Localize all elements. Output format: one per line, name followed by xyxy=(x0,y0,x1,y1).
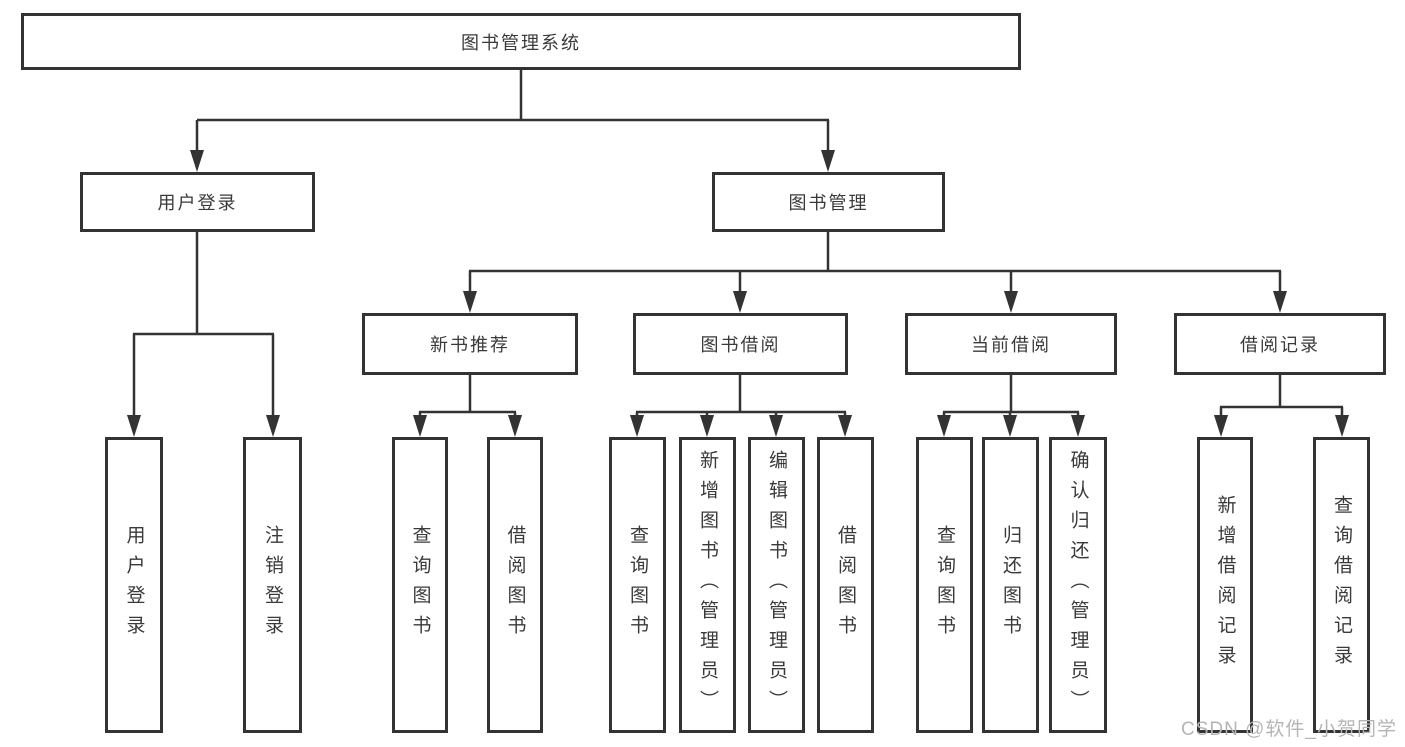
leaf-add-book-admin: 新增图书（管理员） xyxy=(679,437,736,733)
leaf-query-borrow-record: 查询借阅记录 xyxy=(1313,437,1370,733)
leaf-query-books-recommend-label: 查询图书 xyxy=(409,525,431,645)
leaf-logout-label: 注销登录 xyxy=(262,525,283,645)
node-user-login-label: 用户登录 xyxy=(157,193,238,213)
leaf-edit-book-admin-label: 编辑图书（管理员） xyxy=(766,450,787,720)
node-root-label: 图书管理系统 xyxy=(461,32,581,53)
leaf-edit-book-admin: 编辑图书（管理员） xyxy=(748,437,805,733)
leaf-query-books-borrow: 查询图书 xyxy=(609,437,666,733)
node-book-borrow-label: 图书借阅 xyxy=(700,335,781,355)
node-book-management-label: 图书管理 xyxy=(788,193,869,213)
leaf-borrow-books-recommend-label: 借阅图书 xyxy=(504,525,526,645)
node-root: 图书管理系统 xyxy=(21,13,1021,70)
leaf-confirm-return-admin-label: 确认归还（管理员） xyxy=(1067,450,1089,720)
leaf-add-borrow-record: 新增借阅记录 xyxy=(1197,437,1253,733)
node-borrow-records-label: 借阅记录 xyxy=(1240,335,1320,355)
leaf-borrow-books-label: 借阅图书 xyxy=(835,525,856,645)
leaf-add-book-admin-label: 新增图书（管理员） xyxy=(697,450,718,720)
leaf-user-login-label: 用户登录 xyxy=(123,525,145,645)
node-current-borrow: 当前借阅 xyxy=(905,313,1117,375)
node-book-borrow: 图书借阅 xyxy=(633,313,848,375)
leaf-user-login: 用户登录 xyxy=(105,437,163,733)
leaf-borrow-books-recommend: 借阅图书 xyxy=(487,437,543,733)
leaf-return-books: 归还图书 xyxy=(982,437,1039,733)
node-new-book-recommend-label: 新书推荐 xyxy=(430,335,510,355)
leaf-confirm-return-admin: 确认归还（管理员） xyxy=(1049,437,1107,733)
node-current-borrow-label: 当前借阅 xyxy=(971,335,1051,355)
leaf-query-books-current: 查询图书 xyxy=(916,437,973,733)
leaf-borrow-books: 借阅图书 xyxy=(817,437,874,733)
csdn-watermark: CSDN @软件_小贺同学 xyxy=(1181,719,1397,740)
leaf-query-books-current-label: 查询图书 xyxy=(934,525,955,645)
leaf-add-borrow-record-label: 新增借阅记录 xyxy=(1214,495,1236,675)
node-borrow-records: 借阅记录 xyxy=(1174,313,1386,375)
leaf-return-books-label: 归还图书 xyxy=(1000,525,1021,645)
node-new-book-recommend: 新书推荐 xyxy=(362,313,578,375)
leaf-query-borrow-record-label: 查询借阅记录 xyxy=(1331,495,1352,675)
leaf-query-books-recommend: 查询图书 xyxy=(392,437,448,733)
node-user-login: 用户登录 xyxy=(80,172,315,232)
node-book-management: 图书管理 xyxy=(712,172,945,232)
leaf-query-books-borrow-label: 查询图书 xyxy=(627,525,648,645)
leaf-logout: 注销登录 xyxy=(243,437,302,733)
